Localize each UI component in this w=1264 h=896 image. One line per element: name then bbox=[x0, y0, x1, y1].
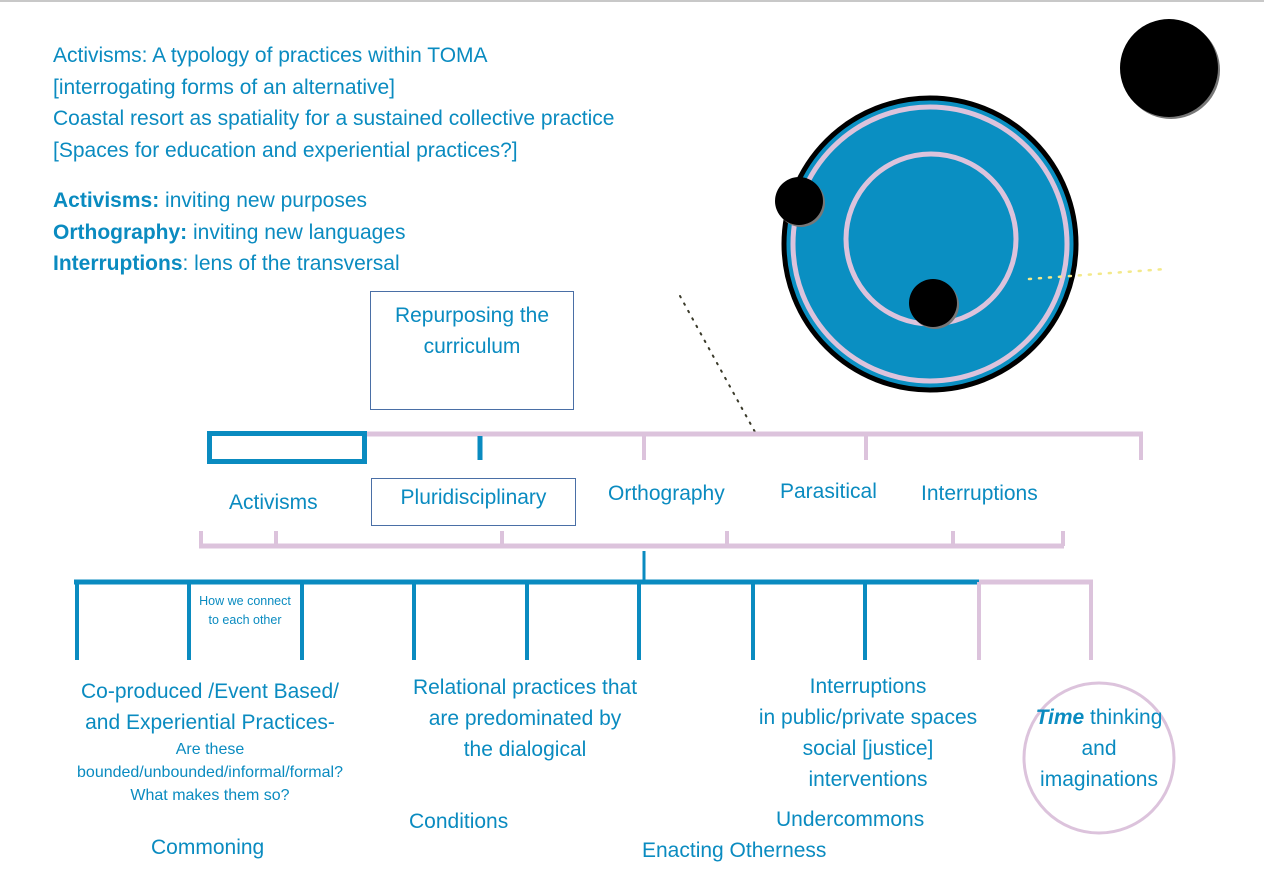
bottom-comb bbox=[74, 579, 1093, 660]
yellow-dotted-connector bbox=[1027, 267, 1168, 281]
planet-bottom bbox=[909, 279, 957, 327]
definition-term: Activisms: bbox=[53, 189, 160, 212]
relational-title: are predominated by bbox=[428, 707, 622, 730]
repurposing-label: Repurposing the curriculum bbox=[394, 304, 550, 358]
coproduced-question: What makes them so? bbox=[130, 787, 290, 804]
footer-commoning: Commoning bbox=[151, 836, 265, 859]
connect-note-text: How we connect to each other bbox=[199, 594, 291, 627]
category-interruptions: Interruptions bbox=[921, 482, 1038, 505]
lower-bracket bbox=[199, 531, 1065, 580]
relational-title: the dialogical bbox=[463, 738, 587, 761]
column-interruptions: Interruptions in public/private spaces s… bbox=[728, 671, 1008, 795]
definition-activisms: Activisms: inviting new purposes bbox=[53, 185, 406, 217]
definition-text: inviting new languages bbox=[187, 220, 406, 244]
time-circle-text: Time thinking and imaginations bbox=[1018, 702, 1180, 795]
pluridisciplinary-label: Pluridisciplinary bbox=[400, 486, 547, 509]
coproduced-question: Are these bbox=[175, 741, 245, 758]
moon-top-right bbox=[1120, 19, 1218, 117]
time-line-1: Time thinking bbox=[1018, 702, 1180, 733]
definition-text: : lens of the transversal bbox=[182, 252, 400, 275]
category-orthography: Orthography bbox=[608, 482, 725, 505]
header-line: [Spaces for education and experiential p… bbox=[53, 138, 518, 162]
connect-note: How we connect to each other bbox=[194, 592, 296, 630]
time-line-3: imaginations bbox=[1040, 768, 1158, 791]
relational-title: Relational practices that bbox=[412, 676, 638, 699]
header-block: Activisms: A typology of practices withi… bbox=[53, 40, 614, 166]
header-line: Coastal resort as spatiality for a susta… bbox=[53, 107, 615, 130]
pluridisciplinary-box: Pluridisciplinary bbox=[371, 478, 576, 526]
activisms-highlight-box bbox=[207, 431, 367, 464]
coproduced-title: and Experiential Practices- bbox=[85, 711, 335, 734]
upper-bracket bbox=[207, 431, 1143, 464]
planet-left bbox=[775, 177, 823, 225]
time-emphasis: Time bbox=[1035, 706, 1085, 729]
definition-term: Interruptions bbox=[53, 252, 183, 275]
repurposing-box: Repurposing the curriculum bbox=[370, 291, 574, 410]
column-relational: Relational practices that are predominat… bbox=[385, 672, 665, 765]
interruptions-title: interventions bbox=[808, 768, 928, 791]
interruptions-title: in public/private spaces bbox=[758, 706, 978, 729]
header-line: [interrogating forms of an alternative] bbox=[53, 75, 396, 99]
top-border bbox=[0, 0, 1264, 2]
definition-text: inviting new purposes bbox=[159, 189, 368, 212]
time-line-2: and bbox=[1081, 737, 1117, 760]
footer-undercommons: Undercommons bbox=[776, 808, 925, 831]
category-parasitical: Parasitical bbox=[780, 480, 877, 503]
interruptions-title: Interruptions bbox=[809, 675, 927, 698]
coproduced-question: bounded/unbounded/informal/formal? bbox=[77, 764, 343, 781]
column-coproduced: Co-produced /Event Based/ and Experienti… bbox=[40, 676, 380, 807]
orbit-outer-disc bbox=[781, 95, 1079, 393]
category-activisms: Activisms bbox=[229, 491, 318, 514]
definition-term: Orthography: bbox=[53, 220, 188, 244]
definition-interruptions: Interruptions: lens of the transversal bbox=[53, 248, 406, 280]
interruptions-title: social [justice] bbox=[802, 737, 934, 760]
header-line: Activisms: A typology of practices withi… bbox=[53, 44, 488, 67]
time-circle bbox=[1022, 681, 1176, 835]
footer-enacting-otherness: Enacting Otherness bbox=[642, 839, 827, 862]
definition-orthography: Orthography: inviting new languages bbox=[53, 217, 406, 249]
orbit-figure bbox=[775, 19, 1220, 393]
time-line-1-rest: thinking bbox=[1084, 706, 1163, 729]
footer-conditions: Conditions bbox=[409, 810, 509, 833]
definitions-block: Activisms: inviting new purposes Orthogr… bbox=[53, 185, 406, 280]
orbit-outer-ring bbox=[790, 104, 1070, 384]
coproduced-title: Co-produced /Event Based/ bbox=[81, 680, 339, 703]
dark-dotted-connector bbox=[679, 295, 756, 433]
